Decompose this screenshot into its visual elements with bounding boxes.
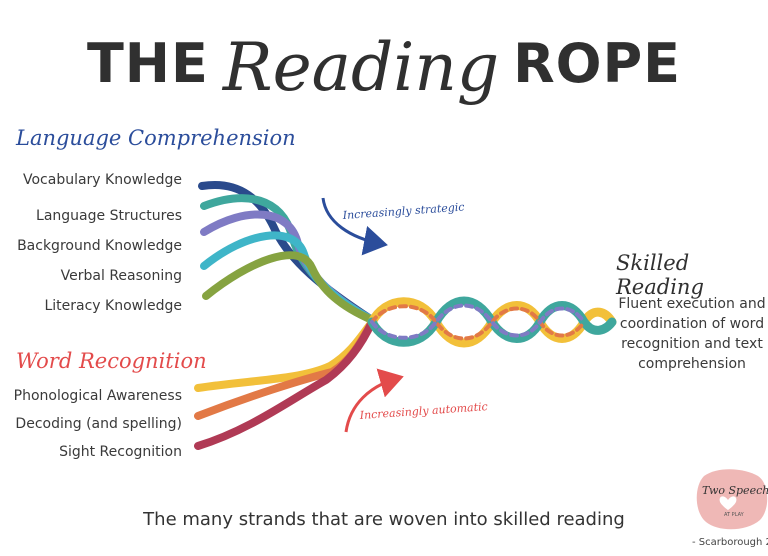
strategic-label: Increasingly strategic <box>341 201 465 223</box>
strand-yellow <box>198 322 372 388</box>
strand-olive <box>206 255 372 320</box>
automatic-label: Increasingly automatic <box>358 400 488 422</box>
citation: - Scarborough 2001 <box>692 537 768 548</box>
automatic-arrow <box>346 378 398 432</box>
language-strands <box>202 185 372 320</box>
logo-text: Two Speechies <box>702 484 768 497</box>
logo-subtext: AT PLAY <box>724 512 745 518</box>
braided-rope <box>372 301 612 343</box>
two-speechies-logo: Two Speechies AT PLAY <box>694 466 768 532</box>
caption: The many strands that are woven into ski… <box>0 509 768 530</box>
